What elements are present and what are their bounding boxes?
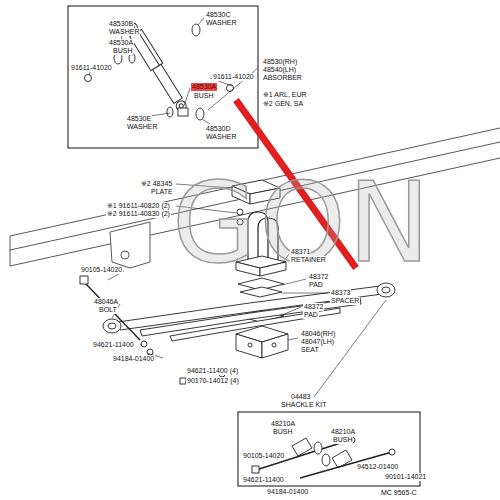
part-label: ※1 91611-40820 (2): [106, 202, 171, 210]
part-label: 48530B: [108, 20, 134, 28]
part-label: SPACER: [330, 297, 360, 305]
part-label: 48540(LH): [262, 66, 297, 74]
inset-frame: [68, 6, 258, 148]
part-label: WASHER: [205, 133, 237, 141]
part-label: BUSH: [193, 92, 214, 100]
part-label: 94512-01400: [356, 463, 399, 471]
part-label: SEAT: [300, 346, 320, 354]
part-label: 94621-11400 (4): [186, 367, 239, 375]
part-label: BUSH: [332, 436, 353, 444]
part-label: ※2 48345: [140, 180, 173, 188]
part-label: 48530A: [108, 39, 134, 47]
washers-bushes: [85, 24, 234, 120]
part-label: 48046A: [93, 298, 119, 306]
part-label: PLATE: [150, 188, 174, 196]
part-label: 91611-41020: [70, 64, 113, 72]
part-label: 90105-14020: [242, 452, 285, 460]
part-label: 48373: [330, 289, 351, 297]
part-label: 91611-41020: [212, 73, 255, 81]
part-label: 48372: [308, 273, 329, 281]
part-label: PAD: [308, 281, 324, 289]
part-label: 90101-14021: [384, 473, 427, 481]
part-label: 94621-11400: [242, 476, 285, 484]
highlighted-part-number: 48530A: [191, 83, 217, 91]
part-label: ※2 GEN, SA: [262, 100, 304, 108]
part-label: 48530(RH): [262, 58, 298, 66]
part-label: 48530E: [126, 115, 152, 123]
part-label: BUSH: [272, 428, 293, 436]
part-label: ※1 ARL, EUR: [262, 91, 308, 99]
part-label: MC 9565-C: [380, 489, 418, 497]
part-label: BOLT: [98, 306, 118, 314]
part-label: WASHER: [205, 19, 237, 27]
part-label: 48047(LH): [300, 338, 335, 346]
part-label: 04483: [290, 393, 311, 401]
part-label: 48210A: [330, 428, 356, 436]
part-label: 48210A: [270, 420, 296, 428]
part-label: ABSORBER: [262, 74, 303, 82]
part-label: 48371: [290, 248, 311, 256]
part-label: 48046(RH): [300, 330, 336, 338]
leader-lines: [89, 18, 258, 124]
part-label: 90170-14012 (4): [186, 377, 240, 385]
part-label: 48530C: [205, 11, 232, 19]
part-label: 48372: [303, 303, 324, 311]
part-label: SHACKLE KIT: [280, 401, 328, 409]
part-label: WASHER: [126, 123, 158, 131]
part-label: PAD: [303, 311, 319, 319]
part-label: WASHER: [108, 28, 140, 36]
part-label: 94184-01400: [112, 355, 155, 363]
part-label: 48530D: [205, 125, 232, 133]
leaf-spring: [103, 283, 395, 341]
part-label: 94621-11400: [92, 341, 135, 349]
part-label: BUSH: [112, 47, 133, 55]
part-label: ※2 91611-40830 (2): [106, 210, 171, 218]
part-label: 90105-14020: [80, 266, 123, 274]
part-label: 94184-01400: [266, 488, 309, 496]
part-label: RETAINER: [290, 256, 327, 264]
